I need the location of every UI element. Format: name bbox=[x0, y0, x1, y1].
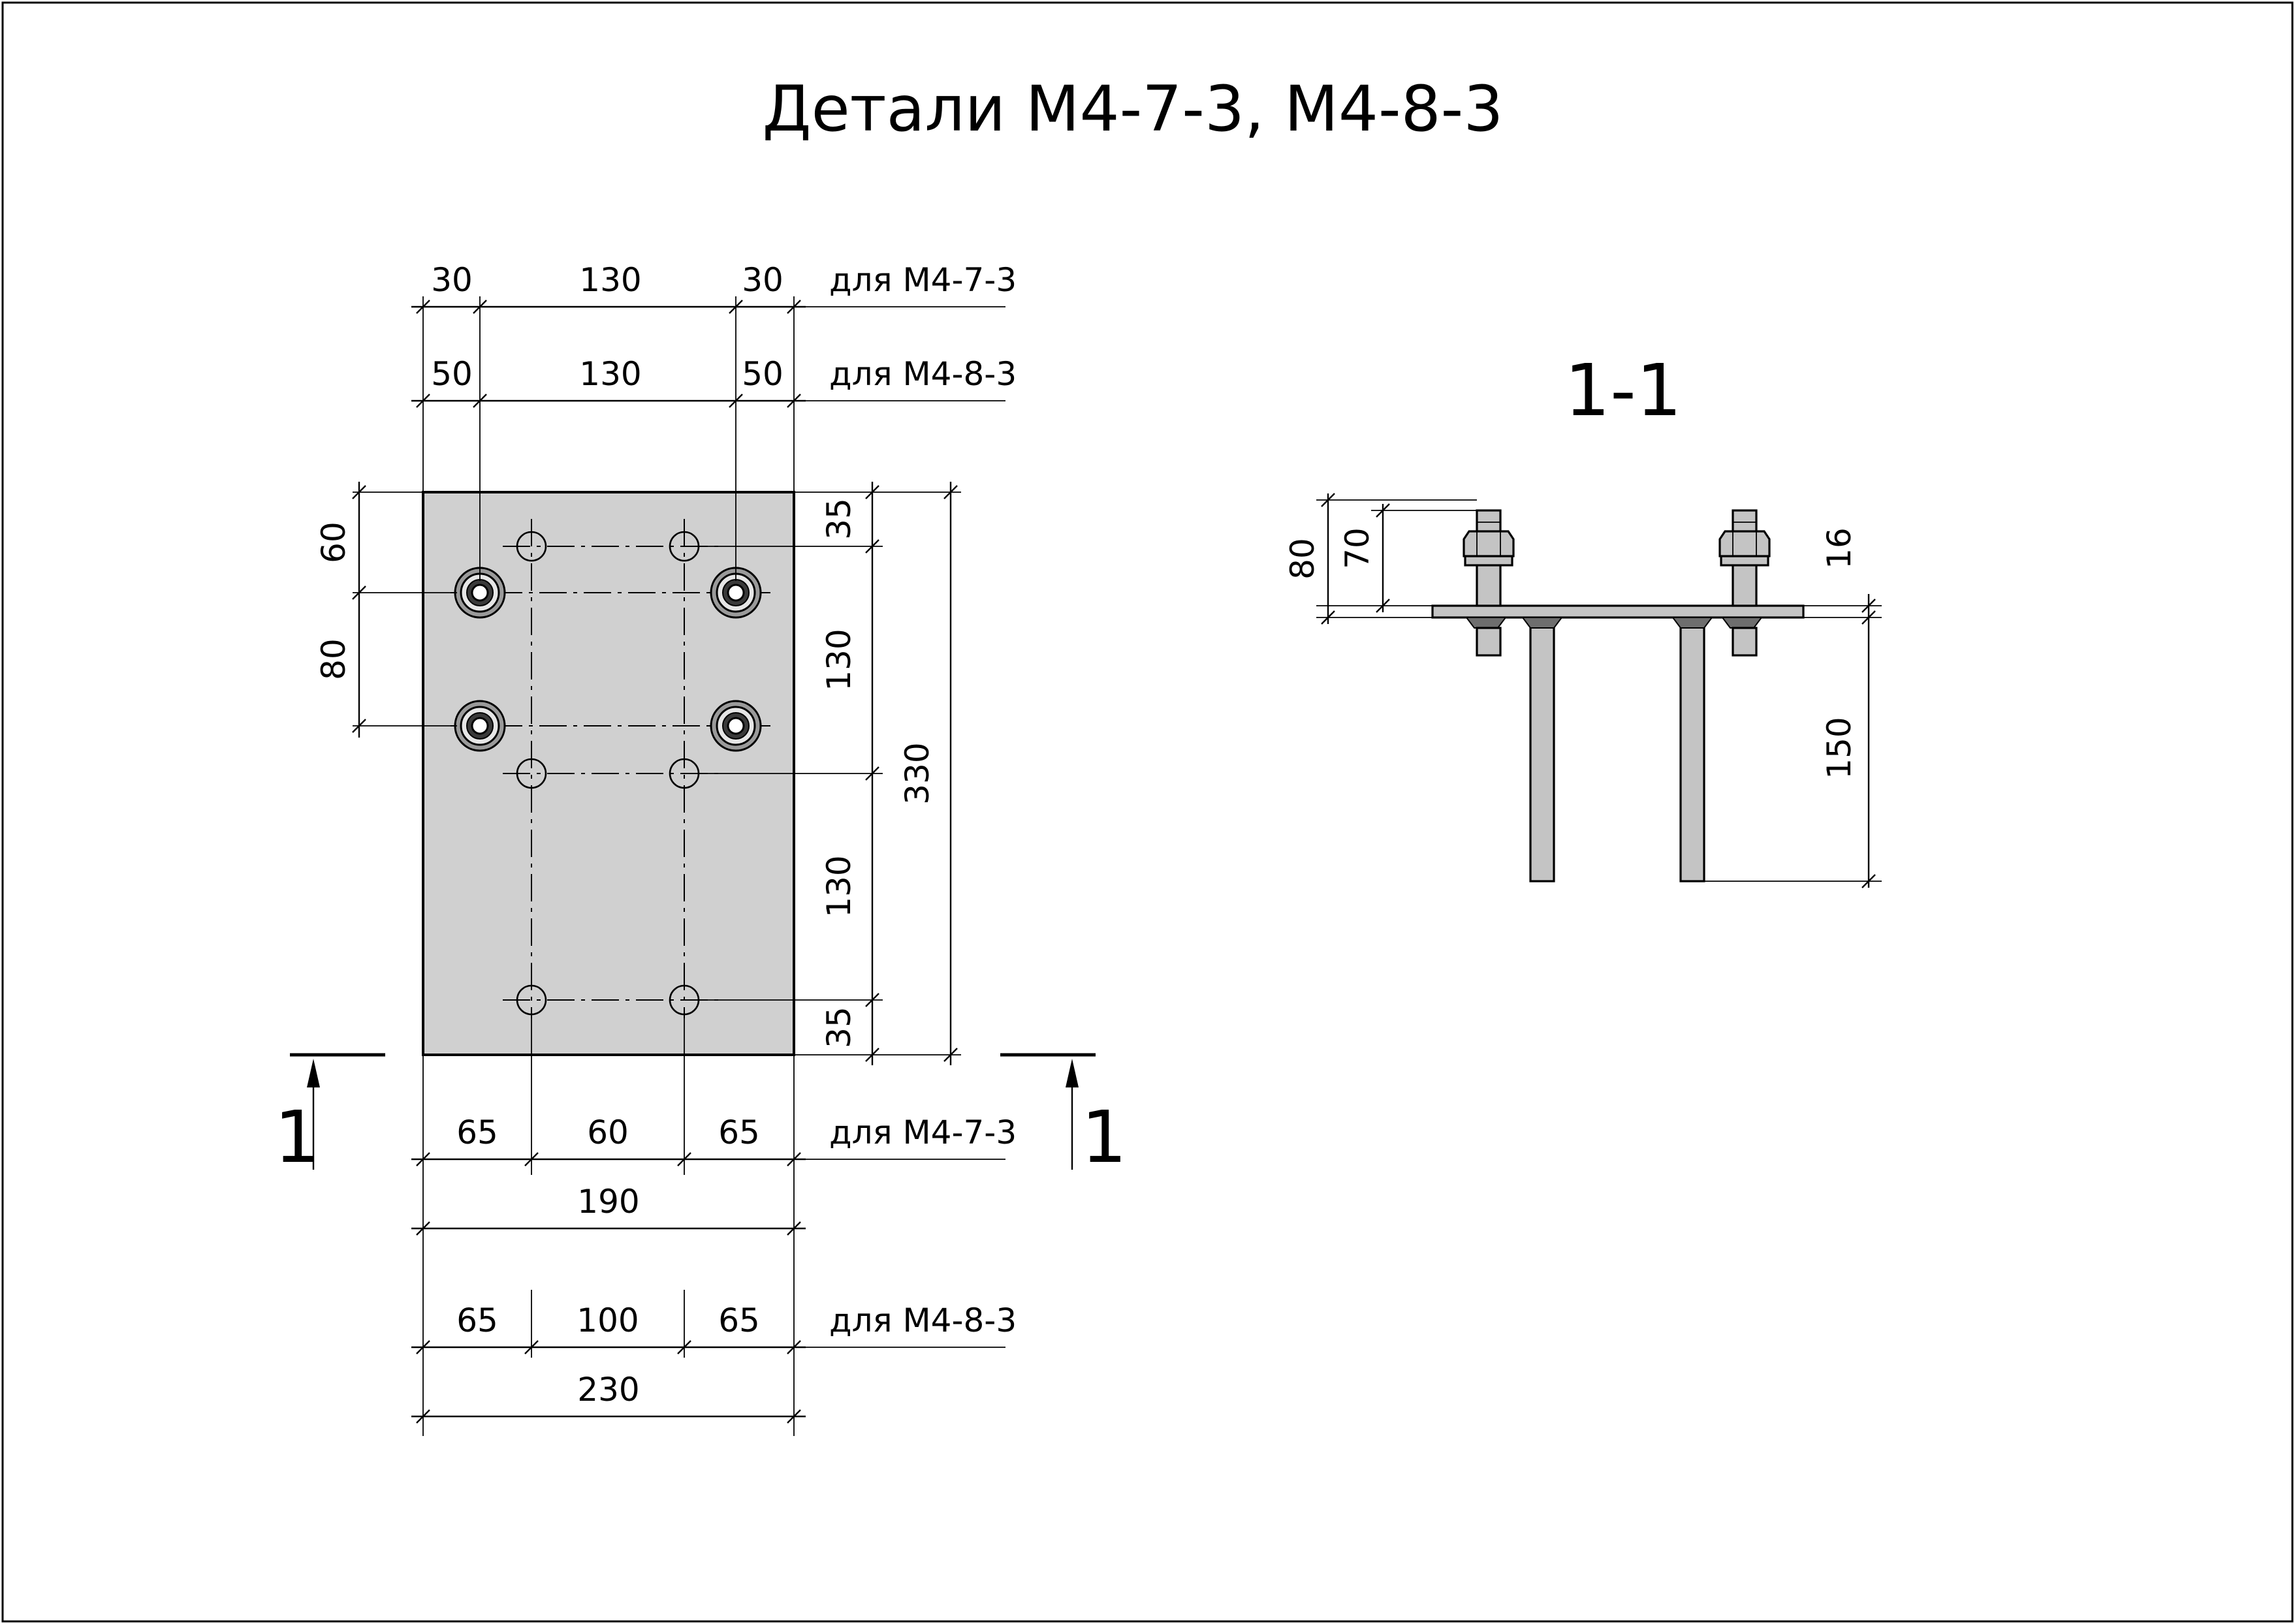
section-right-dimensions bbox=[1704, 594, 1882, 888]
dim-bottom2-right: 65 bbox=[718, 1302, 760, 1339]
dim-right-3: 130 bbox=[820, 855, 858, 917]
left-dimensions bbox=[352, 482, 457, 738]
note-bottom1: для М4-7-3 bbox=[829, 1114, 1017, 1151]
weld bbox=[1721, 617, 1763, 629]
arrow-up-icon bbox=[307, 1059, 320, 1087]
section-left-dimensions bbox=[1316, 493, 1477, 625]
bolt-nut-icon bbox=[710, 567, 762, 619]
bottom-dimensions bbox=[411, 1014, 1005, 1436]
dim-right-2: 130 bbox=[820, 629, 858, 691]
dim-bottom2-total: 230 bbox=[577, 1371, 639, 1409]
top-dimensions bbox=[411, 296, 1005, 581]
dim-right-4: 35 bbox=[820, 1007, 858, 1048]
note-bottom2: для М4-8-3 bbox=[829, 1302, 1017, 1339]
bolt-nut-icon bbox=[454, 567, 506, 619]
section-label: 1-1 bbox=[1564, 349, 1682, 432]
plan-view: 30 130 30 для М4-7-3 50 130 50 для М4-8-… bbox=[274, 261, 1127, 1436]
section-plate bbox=[1431, 604, 1805, 619]
dim-section-16: 16 bbox=[1820, 527, 1858, 569]
dim-top2-left: 50 bbox=[431, 355, 473, 393]
anchor-hole bbox=[516, 531, 547, 562]
anchor-rod bbox=[1679, 615, 1705, 882]
arrow-up-icon bbox=[1066, 1059, 1079, 1087]
section-cut-right bbox=[1000, 1053, 1096, 1170]
dim-top1-right: 30 bbox=[742, 261, 783, 299]
dim-bottom1-total: 190 bbox=[577, 1183, 639, 1221]
dim-right-1: 35 bbox=[820, 498, 858, 540]
section-cut-left bbox=[290, 1053, 385, 1170]
dim-section-70: 70 bbox=[1338, 527, 1376, 569]
dim-bottom1-mid: 60 bbox=[587, 1114, 629, 1151]
dim-bottom2-left: 65 bbox=[456, 1302, 498, 1339]
drawing-title: Детали М4-7-3, М4-8-3 bbox=[763, 72, 1504, 146]
weld bbox=[1521, 617, 1563, 629]
weld bbox=[1671, 617, 1713, 629]
dim-top2-right: 50 bbox=[742, 355, 783, 393]
right-dimensions bbox=[699, 482, 961, 1065]
bolt-nut-icon bbox=[710, 700, 762, 752]
dim-bottom1-right: 65 bbox=[718, 1114, 760, 1151]
dim-section-150: 150 bbox=[1820, 717, 1858, 779]
bolt-nut-icon bbox=[454, 700, 506, 752]
bolt-assembly-icon bbox=[1718, 509, 1771, 607]
weld bbox=[1465, 617, 1507, 629]
section-view: 1-1 bbox=[1284, 349, 1882, 888]
dim-left-1: 60 bbox=[315, 522, 353, 563]
dim-top2-mid: 130 bbox=[579, 355, 641, 393]
anchor-hole bbox=[516, 758, 547, 789]
note-top2: для М4-8-3 bbox=[829, 355, 1017, 393]
section-mark-left: 1 bbox=[274, 1095, 320, 1179]
bolt-tail bbox=[1732, 627, 1758, 657]
dim-right-total: 330 bbox=[898, 742, 936, 804]
dim-top1-mid: 130 bbox=[579, 261, 641, 299]
dim-left-2: 80 bbox=[315, 638, 353, 680]
bolt-tail bbox=[1476, 627, 1502, 657]
dim-bottom1-left: 65 bbox=[456, 1114, 498, 1151]
bolt-assembly-icon bbox=[1463, 509, 1515, 607]
dim-section-80: 80 bbox=[1284, 538, 1322, 580]
section-mark-right: 1 bbox=[1081, 1095, 1127, 1179]
note-top1: для М4-7-3 bbox=[829, 261, 1017, 299]
dim-bottom2-mid: 100 bbox=[577, 1302, 639, 1339]
anchor-rod bbox=[1529, 615, 1555, 882]
dim-top1-left: 30 bbox=[431, 261, 473, 299]
